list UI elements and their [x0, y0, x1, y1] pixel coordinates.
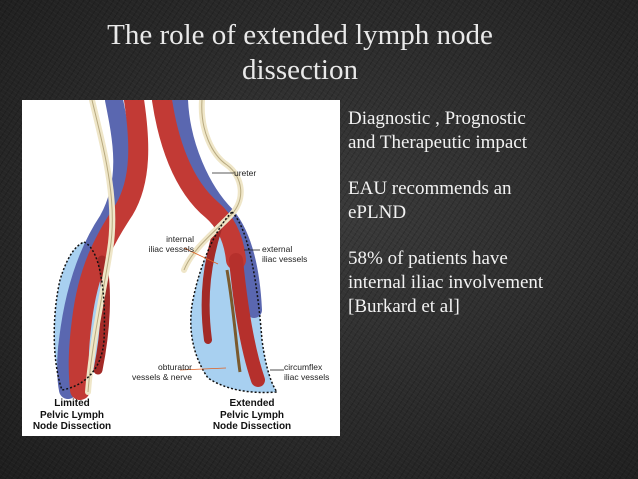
anatomy-figure: ureter internal iliac vessels external i…	[22, 100, 340, 436]
external-iliac-artery	[229, 253, 265, 387]
obturator-vessel	[225, 269, 242, 373]
obturator-label: obturator vessels & nerve	[122, 362, 192, 382]
slide-title: The role of extended lymph node dissecti…	[40, 18, 560, 88]
limited-caption-line-1: Limited	[54, 398, 90, 409]
external-iliac-label-line-1: external	[262, 244, 293, 254]
extended-dissection-outline	[190, 210, 279, 394]
internal-iliac-label-line-2: iliac vessels	[148, 244, 194, 254]
extended-caption-line-1: Extended	[229, 398, 275, 409]
pelvic-vessels-illustration	[53, 100, 284, 400]
bullet-item: EAU recommends an ePLND	[348, 177, 633, 225]
internal-leader	[183, 247, 219, 265]
external-iliac-label-line-2: iliac vessels	[262, 254, 308, 264]
limited-caption-line-3: Node Dissection	[32, 421, 112, 432]
obturator-label-line-2: vessels & nerve	[132, 372, 192, 382]
slide-title-line-1: The role of extended lymph node	[107, 19, 493, 51]
bullet-item: 58% of patients have internal iliac invo…	[348, 247, 633, 319]
obturator-label-line-1: obturator	[157, 362, 192, 372]
limited-dissection-outline	[53, 241, 106, 391]
bullet-2-line-1: EAU recommends an	[348, 178, 512, 199]
obturator-leader	[179, 367, 227, 371]
external-iliac-label: external iliac vessels	[262, 244, 307, 264]
bullet-item: Diagnostic , Prognostic and Therapeutic …	[348, 107, 633, 155]
internal-iliac-label-line-1: internal	[166, 234, 194, 244]
bullet-1-line-2: and Therapeutic impact	[348, 132, 528, 153]
bullet-3-line-1: 58% of patients have	[348, 248, 508, 269]
slide-title-line-2: dissection	[242, 54, 358, 86]
circumflex-label-line-1: circumflex	[284, 362, 323, 372]
limited-caption-line-2: Pelvic Lymph	[39, 409, 105, 421]
left-artery	[68, 100, 149, 400]
bullet-3-line-2: internal iliac involvement	[348, 272, 544, 293]
bullet-2-line-2: ePLND	[348, 202, 407, 223]
bullet-list: Diagnostic , Prognostic and Therapeutic …	[348, 107, 633, 341]
extended-dissection-caption: Extended Pelvic Lymph Node Dissection	[202, 398, 302, 433]
ureter-label: ureter	[234, 168, 257, 178]
right-artery	[152, 100, 246, 270]
bullet-3-line-3: [Burkard et al]	[348, 296, 460, 317]
circumflex-label-line-2: iliac vessels	[284, 372, 330, 382]
limited-dissection-caption: Limited Pelvic Lymph Node Dissection	[24, 398, 120, 433]
internal-iliac-label: internal iliac vessels	[140, 234, 194, 254]
extended-caption-line-3: Node Dissection	[212, 421, 292, 432]
bullet-1-line-1: Diagnostic , Prognostic	[348, 108, 526, 129]
extended-caption-line-2: Pelvic Lymph	[219, 409, 285, 421]
circumflex-iliac-label: circumflex iliac vessels	[284, 362, 329, 382]
internal-iliac-branch-right	[201, 224, 222, 344]
